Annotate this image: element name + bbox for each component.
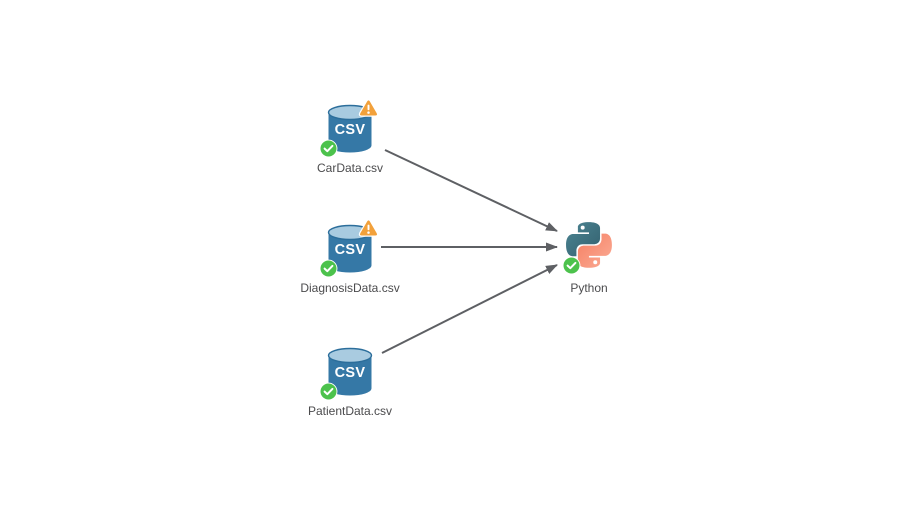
csv-database-icon: CSV [327, 224, 373, 273]
success-badge-icon [319, 259, 338, 278]
connection-arrow[interactable] [384, 149, 558, 232]
csv-file-icon: CSV [319, 99, 379, 158]
warning-badge-icon [358, 99, 379, 117]
node-label: CarData.csv [316, 161, 384, 175]
python-logo-icon [566, 222, 612, 268]
csv-file-icon: CSV [319, 347, 373, 401]
node-label: PatientData.csv [307, 404, 393, 418]
success-badge-icon [319, 382, 338, 401]
csv-database-icon: CSV [327, 347, 373, 396]
node-cardata-csv[interactable]: CSV CarData.csv [290, 99, 410, 175]
warning-badge-icon [358, 219, 379, 237]
csv-icon-label: CSV [335, 242, 366, 258]
node-label: DiagnosisData.csv [300, 281, 400, 295]
csv-file-icon: CSV [319, 219, 379, 278]
node-patientdata-csv[interactable]: CSV PatientData.csv [290, 347, 410, 418]
success-badge-icon [562, 256, 581, 275]
csv-icon-label: CSV [335, 365, 366, 381]
node-label: Python [570, 281, 608, 295]
python-icon [562, 222, 612, 275]
success-badge-icon [319, 139, 338, 158]
csv-icon-label: CSV [335, 122, 366, 138]
node-python[interactable]: Python [529, 222, 649, 295]
node-diagnosisdata-csv[interactable]: CSV DiagnosisData.csv [290, 219, 410, 295]
